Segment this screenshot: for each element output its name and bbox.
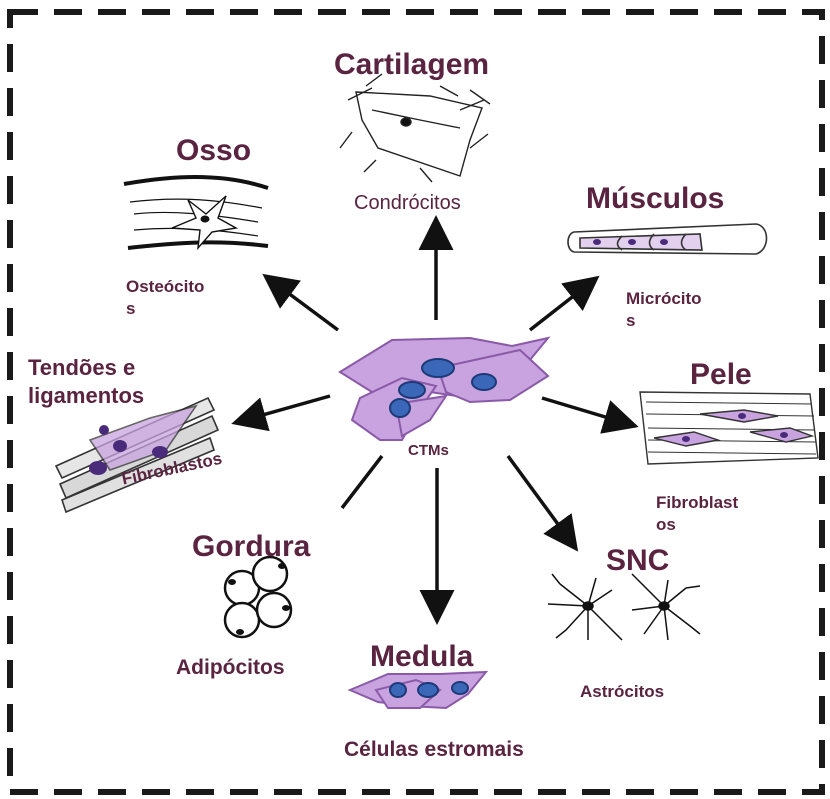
arrow-to-bone <box>268 278 338 330</box>
cns-title: SNC <box>606 544 669 578</box>
center-label: CTMs <box>408 442 449 459</box>
skin-title: Pele <box>690 358 752 392</box>
arrow-to-muscle <box>530 280 594 330</box>
marrow-cell-label: Células estromais <box>344 738 524 762</box>
marrow-title: Medula <box>370 640 473 674</box>
arrow-to-skin <box>542 398 632 425</box>
cns-cell-label: Astrócitos <box>580 682 664 702</box>
fat-title: Gordura <box>192 530 310 564</box>
bone-title: Osso <box>176 134 251 168</box>
astrocyte-illustration <box>548 574 700 640</box>
skin-illustration <box>640 392 818 464</box>
muscle-title: Músculos <box>586 182 724 216</box>
muscle-cell-label: Micrócito s <box>626 288 696 332</box>
cartilage-title: Cartilagem <box>334 48 489 82</box>
tendons-title: Tendões e ligamentos <box>28 354 178 410</box>
cartilage-illustration <box>340 74 490 182</box>
marrow-illustration <box>350 672 486 708</box>
adipocyte-illustration <box>225 557 291 637</box>
muscle-illustration <box>568 224 767 254</box>
arrow-to-fat <box>342 456 382 508</box>
arrow-to-cns <box>508 456 574 546</box>
bone-cell-label: Osteócito s <box>126 276 196 320</box>
skin-cell-label: Fibroblast os <box>656 492 756 536</box>
bone-illustration <box>124 177 268 248</box>
ctm-cells <box>340 338 548 440</box>
cartilage-cell-label: Condrócitos <box>354 192 461 215</box>
arrow-to-tendons <box>238 396 330 422</box>
fat-cell-label: Adipócitos <box>176 656 285 680</box>
